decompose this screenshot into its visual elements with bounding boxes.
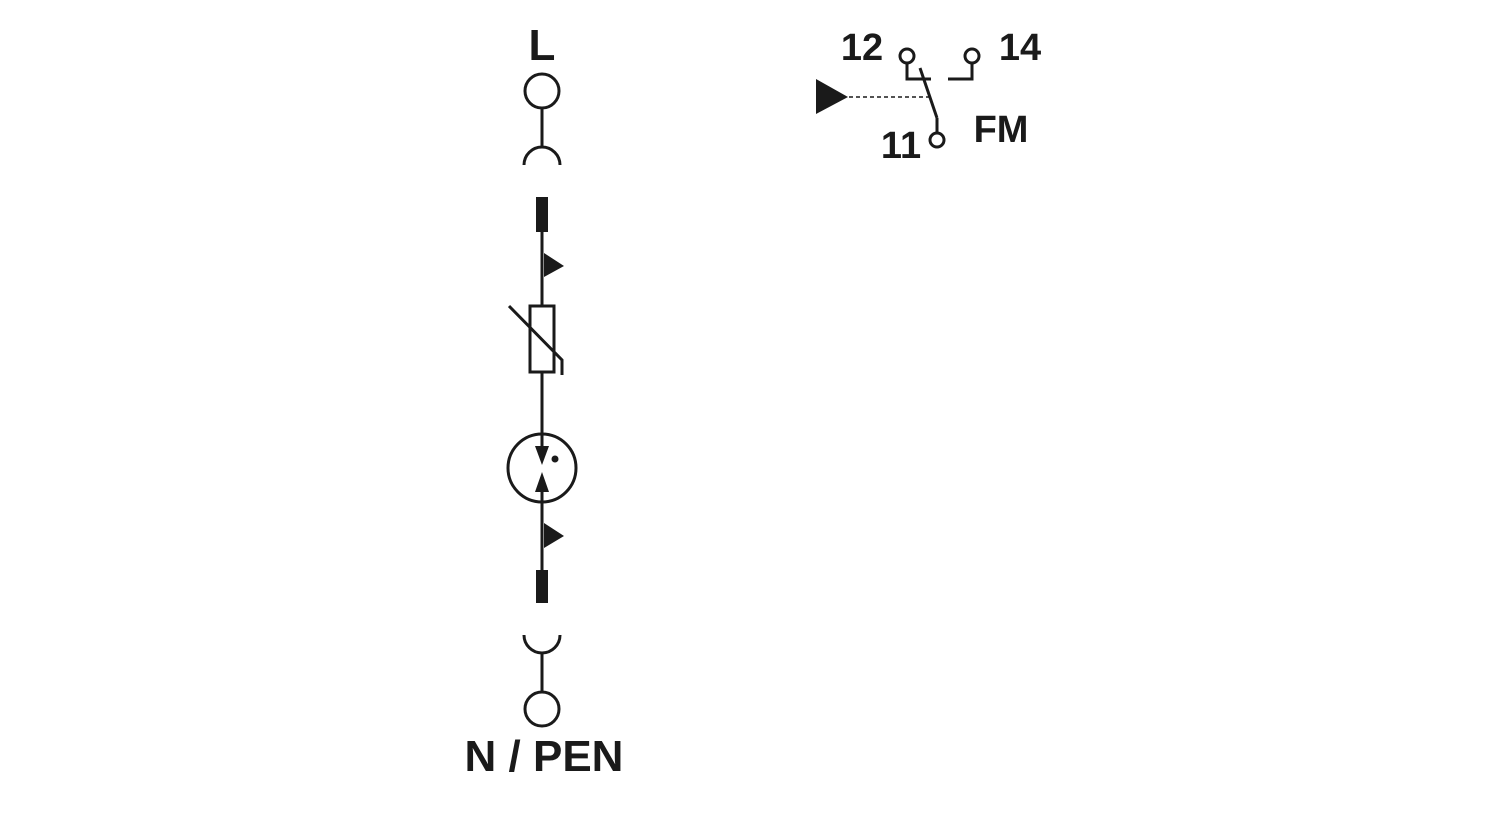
flag-marker-upper [544, 253, 564, 277]
terminal-label-11: 11 [881, 125, 921, 167]
terminal-l-circle [523, 72, 561, 110]
contact-no-lead [948, 63, 974, 81]
contact-nc-lead [905, 63, 931, 81]
plug-socket-bottom [522, 634, 562, 655]
terminal-label-12: 12 [841, 27, 883, 69]
contact-terminal-11 [928, 131, 946, 149]
terminal-label-l: L [529, 21, 556, 70]
terminal-label-14: 14 [999, 27, 1041, 69]
contact-switch-blade [918, 67, 939, 119]
terminal-label-npen: N / PEN [465, 732, 624, 781]
varistor-diagonal [507, 304, 564, 375]
contact-label-fm: FM [974, 109, 1029, 151]
plug-socket-top [522, 145, 562, 166]
remote-contact: 12 14 11 FM [816, 27, 1041, 167]
main-circuit: L N / PEN [465, 21, 624, 781]
flag-marker-lower [544, 523, 564, 548]
terminal-npen-circle [523, 690, 561, 728]
actuator-triangle [816, 79, 848, 114]
gdt-arrow-up [535, 472, 549, 492]
gdt-gas-dot [551, 455, 559, 463]
contact-terminal-14 [963, 47, 981, 65]
contact-terminal-12 [898, 47, 916, 65]
gdt-arrow-down [535, 446, 549, 465]
connector-block-bottom [536, 570, 548, 603]
connector-block-top [536, 197, 548, 232]
